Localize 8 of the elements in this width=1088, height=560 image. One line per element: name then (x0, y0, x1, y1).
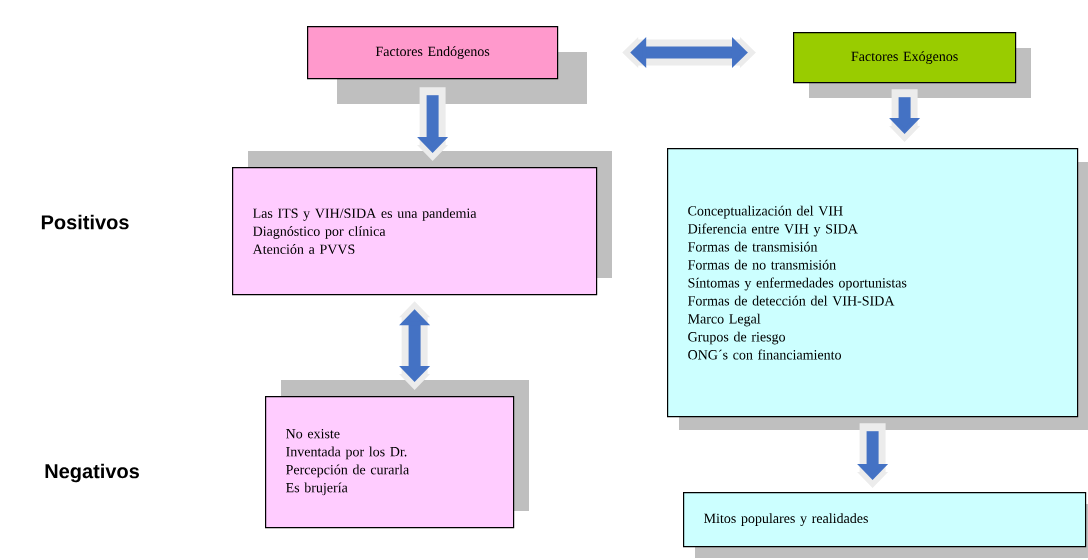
text-box: Factores Exógenos (793, 32, 1017, 84)
text-box: Conceptualización del VIH Diferencia entre VIH y SIDA Formas de transmisión Formas de no transmisión Síntomas y enfermedades oportunistas Formas de detección del VIH-SIDA Marco Legal Grupos de riesgo ONG´s con financiamiento (667, 148, 1079, 418)
row-label: Negativos (45, 463, 139, 483)
text-box: Factores Endógenos (307, 26, 559, 80)
text-box: No existe Inventada por los Dr. Percepción de curarla Es brujería (265, 396, 515, 529)
text-box: Las ITS y VIH/SIDA es una pandemia Diagnóstico por clínica Atención a PVVS (232, 167, 598, 296)
text-box: Mitos populares y realidades (683, 492, 1087, 548)
row-label: Positivos (41, 214, 129, 230)
